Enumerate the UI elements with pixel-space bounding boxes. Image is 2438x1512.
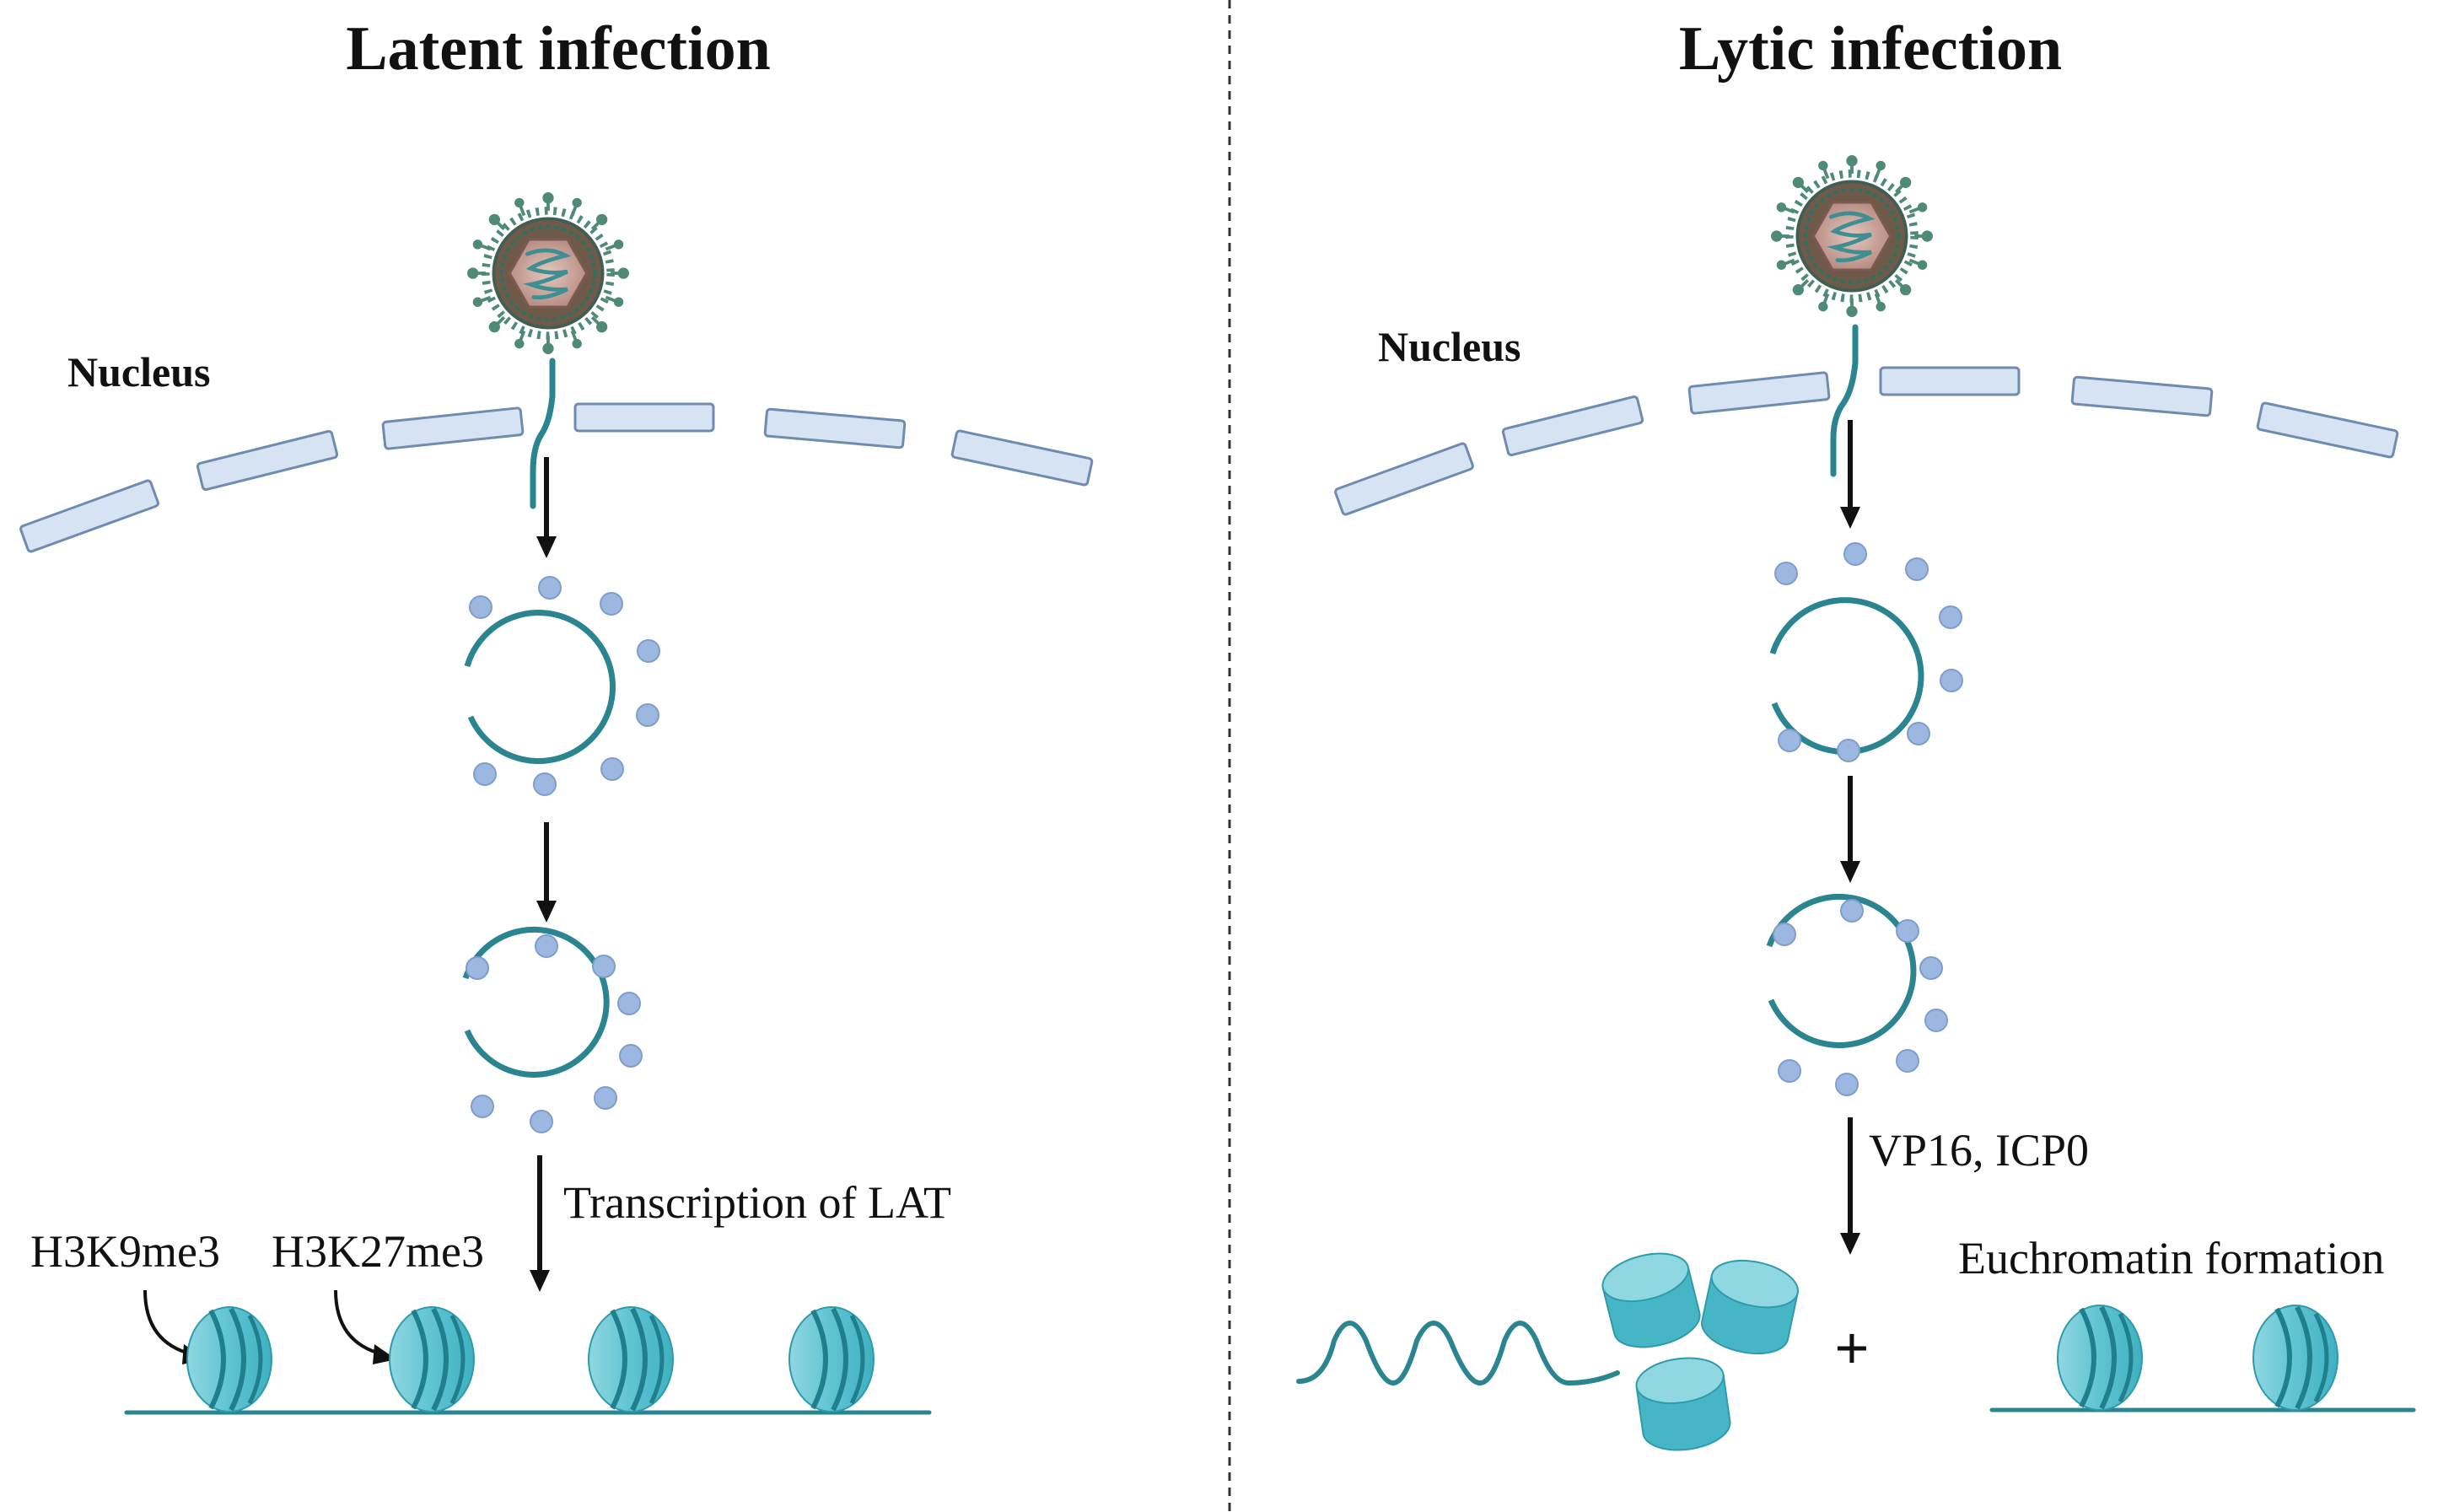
latent-panel: Latent infection Nucleus — [19, 14, 1094, 1415]
lytic-histone-cylinder-2 — [1696, 1252, 1804, 1362]
lytic-factors-label: VP16, ICP0 — [1869, 1125, 2089, 1176]
lytic-nucleus-label: Nucleus — [1378, 323, 1520, 370]
lytic-plus-sign: + — [1835, 1315, 1870, 1380]
lytic-circular-viral-genome-icon-2 — [1766, 893, 1948, 1096]
latent-herpesvirus-particle-icon — [469, 194, 627, 352]
latent-transcription-label: Transcription of LAT — [563, 1177, 951, 1228]
lytic-arrow-1 — [1840, 420, 1860, 529]
lytic-circular-viral-genome-icon-1 — [1769, 542, 1963, 762]
lytic-injected-dna — [1830, 324, 1859, 477]
latent-arrow-2 — [536, 822, 557, 923]
lytic-title: Lytic infection — [1679, 14, 2062, 83]
latent-nucleosome-icon-3 — [589, 1307, 673, 1412]
lytic-histone-cylinder-1 — [1596, 1245, 1706, 1356]
latent-nucleus-label: Nucleus — [67, 348, 210, 395]
latent-injected-dna — [530, 358, 556, 509]
latent-mark-h3k9me3: H3K9me3 — [30, 1226, 220, 1277]
lytic-nucleosome-icon-1 — [2058, 1305, 2142, 1410]
lytic-free-dna — [1296, 1321, 1620, 1386]
latent-mark2-arrow — [334, 1289, 384, 1356]
latent-arrow-3 — [530, 1155, 550, 1292]
lytic-arrow-2 — [1840, 776, 1860, 883]
latent-nucleosome-icon-2 — [390, 1307, 474, 1412]
latent-title: Latent infection — [346, 14, 771, 83]
latent-arrow-1 — [536, 457, 557, 558]
lytic-nucleosome-icon-2 — [2253, 1305, 2338, 1410]
latent-circular-viral-genome-icon-1 — [464, 576, 660, 796]
lytic-herpesvirus-particle-icon — [1773, 157, 1931, 315]
latent-circular-viral-genome-icon-2 — [462, 926, 643, 1133]
latent-mark-h3k27me3: H3K27me3 — [272, 1226, 484, 1277]
lytic-panel: Lytic infection Nucleus — [1296, 14, 2416, 1456]
lytic-nuclear-membrane — [1334, 366, 2399, 516]
latent-nucleosome-icon-4 — [789, 1307, 874, 1412]
latent-nucleosome-icon-1 — [187, 1307, 272, 1412]
lytic-histone-cylinder-3 — [1632, 1352, 1735, 1456]
lytic-arrow-3 — [1840, 1117, 1860, 1255]
lytic-euchromatin-label: Euchromatin formation — [1958, 1233, 2384, 1283]
latent-mark1-arrow — [143, 1289, 193, 1356]
latent-nuclear-membrane — [19, 402, 1094, 553]
